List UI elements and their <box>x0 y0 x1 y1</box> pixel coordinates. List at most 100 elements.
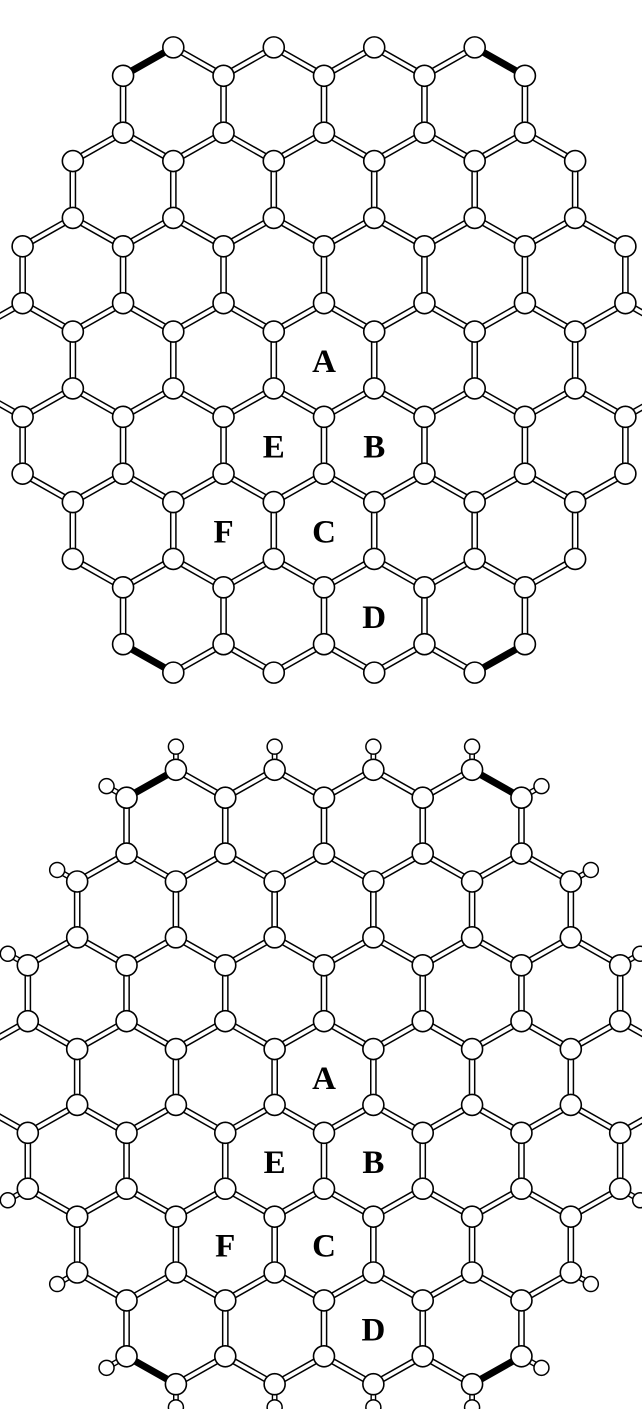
carbon-atom <box>213 842 237 865</box>
carbon-atom <box>510 1177 533 1201</box>
carbon-atom <box>510 842 533 865</box>
carbon-atom <box>164 758 188 782</box>
carbon-atom <box>460 926 484 949</box>
carbon-atom <box>411 953 435 977</box>
carbon-atom <box>162 490 185 514</box>
hydrogen-atom <box>98 777 115 795</box>
ring-label-c: C <box>312 1229 336 1265</box>
carbon-atom <box>510 953 533 977</box>
carbon-atom <box>263 926 286 949</box>
carbon-atom <box>312 576 336 599</box>
hydrogen-atom <box>582 861 600 879</box>
carbon-atom <box>65 926 89 949</box>
carbon-atom <box>463 490 486 514</box>
carbon-atom <box>213 1121 237 1145</box>
carbon-atom <box>115 1121 138 1145</box>
carbon-atom <box>111 64 135 88</box>
carbon-atom <box>312 235 336 258</box>
carbon-atom <box>559 1037 583 1061</box>
carbon-atom <box>362 377 386 400</box>
carbon-atom <box>362 149 386 173</box>
hydrogen-atom <box>463 1399 481 1409</box>
carbon-atom <box>608 953 632 977</box>
hydrogen-atom <box>167 1399 185 1409</box>
carbon-atom <box>213 786 237 810</box>
carbon-atom <box>460 758 484 782</box>
carbon-atom <box>510 1121 533 1145</box>
carbon-atom <box>115 1345 138 1368</box>
hydrogen-atom <box>533 1359 550 1377</box>
carbon-atom <box>162 547 185 571</box>
carbon-atom <box>312 405 336 429</box>
carbon-atom <box>463 320 486 343</box>
carbon-atom <box>413 576 436 599</box>
ring-label-c: C <box>312 515 336 551</box>
carbon-atom <box>111 235 135 258</box>
carbon-atom <box>65 1093 89 1117</box>
carbon-atom <box>111 405 135 429</box>
carbon-atom <box>212 462 235 485</box>
carbon-atom <box>262 36 286 59</box>
carbon-atom <box>111 576 135 599</box>
ring-label-d: D <box>361 1312 385 1348</box>
carbon-atom <box>262 661 286 684</box>
carbon-atom <box>413 405 436 429</box>
carbon-atom <box>513 235 537 258</box>
carbon-atom <box>212 235 235 258</box>
hydrogen-atom <box>266 1399 283 1409</box>
carbon-atom <box>608 1009 632 1033</box>
carbon-atom <box>312 953 336 977</box>
atom-layer <box>11 36 637 684</box>
carbon-atom <box>362 1372 385 1396</box>
carbon-atom <box>164 1372 188 1396</box>
carbon-atom <box>162 149 185 173</box>
carbon-atom <box>362 36 386 59</box>
carbon-atom <box>460 1205 484 1228</box>
hydrogen-atom <box>98 1359 115 1377</box>
carbon-atom <box>115 953 138 977</box>
carbon-atom <box>16 1177 40 1201</box>
carbon-atom <box>262 377 286 400</box>
carbon-atom <box>559 1205 583 1228</box>
carbon-atom <box>513 291 537 315</box>
carbon-atom <box>463 149 486 173</box>
carbon-atom <box>263 1037 286 1061</box>
carbon-atom <box>65 870 89 893</box>
carbon-atom <box>61 377 85 400</box>
carbon-atom <box>16 1009 40 1033</box>
carbon-atom <box>563 320 587 343</box>
carbon-atom <box>463 661 486 684</box>
carbon-atom <box>312 842 336 865</box>
carbon-atom <box>262 206 286 230</box>
carbon-atom <box>463 547 486 571</box>
carbon-atom <box>162 320 185 343</box>
carbon-atom <box>463 206 486 230</box>
hydrogen-atom <box>582 1275 600 1293</box>
ring-label-layer: A B C D E F <box>213 344 386 636</box>
carbon-atom <box>11 291 34 315</box>
carbon-atom <box>16 953 40 977</box>
carbon-atom <box>11 405 34 429</box>
carbon-atom <box>510 1289 533 1312</box>
carbon-atom <box>115 1177 138 1201</box>
carbon-atom <box>559 870 583 893</box>
ring-label-b: B <box>362 1145 384 1181</box>
carbon-atom <box>115 786 138 810</box>
carbon-atom <box>614 291 637 315</box>
carbon-atom <box>115 842 138 865</box>
carbon-atom <box>312 121 336 144</box>
carbon-atom <box>614 235 637 258</box>
carbon-atom <box>212 632 235 656</box>
hydrogen-atom <box>365 1399 382 1409</box>
carbon-atom <box>510 1345 533 1368</box>
hydrogen-atom <box>266 738 283 755</box>
carbon-atom <box>411 1121 435 1145</box>
carbon-atom <box>563 377 587 400</box>
carbon-atom <box>65 1037 89 1061</box>
carbon-atom <box>413 462 436 485</box>
carbon-atom <box>362 1261 385 1284</box>
carbon-atom <box>362 490 386 514</box>
carbon-atom <box>162 377 185 400</box>
carbon-atom <box>212 64 235 88</box>
carbon-atom <box>263 1205 286 1228</box>
